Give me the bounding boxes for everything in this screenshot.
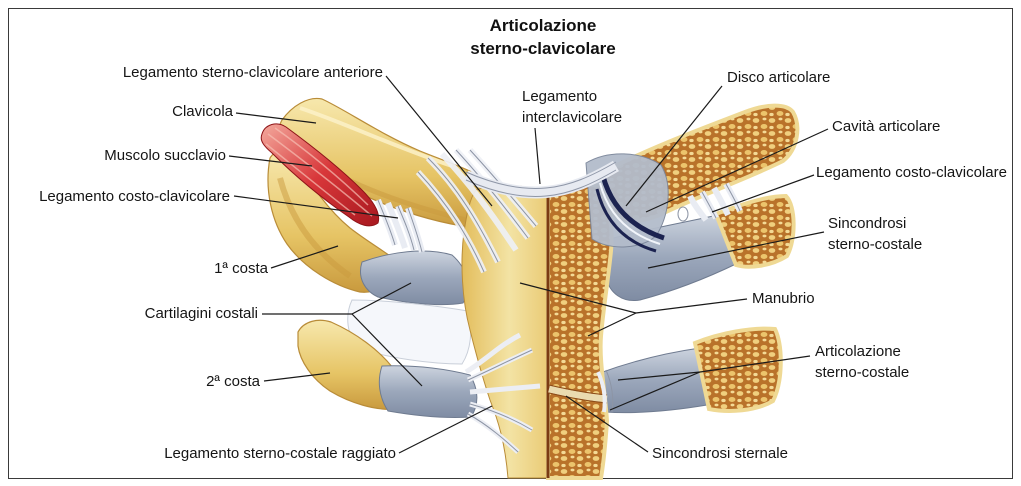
label-text: Cartilagini costali xyxy=(145,303,258,324)
label-text-line1: Legamento xyxy=(522,86,622,107)
label-text-line2: sterno-costale xyxy=(815,362,909,383)
label-sternocostal-synchondrosis: Sincondrosi sterno-costale xyxy=(828,213,922,255)
label-text: Legamento sterno-costale raggiato xyxy=(164,443,396,464)
costal-cartilage-second-left xyxy=(379,366,477,418)
label-text: Legamento costo-clavicolare xyxy=(816,162,1007,183)
label-interclavicular-ligament: Legamento interclavicolare xyxy=(522,86,622,128)
label-costal-cartilages: Cartilagini costali xyxy=(145,303,258,324)
label-text: Disco articolare xyxy=(727,67,830,88)
label-sternoclavicular-anterior-ligament: Legamento sterno-clavicolare anteriore xyxy=(123,62,383,83)
label-text-line1: Sincondrosi xyxy=(828,213,922,234)
label-text-line2: sterno-costale xyxy=(828,234,922,255)
label-articular-cavity: Cavità articolare xyxy=(832,116,940,137)
label-text: Legamento sterno-clavicolare anteriore xyxy=(123,62,383,83)
label-costoclavicular-ligament-right: Legamento costo-clavicolare xyxy=(816,162,1007,183)
label-text: Sincondrosi sternale xyxy=(652,443,788,464)
label-text-line1: Articolazione xyxy=(815,341,909,362)
label-second-rib: 2ª costa xyxy=(206,371,260,392)
label-text: Manubrio xyxy=(752,288,815,309)
second-rib-right xyxy=(695,329,781,411)
label-text: 1ª costa xyxy=(214,258,268,279)
label-sternal-synchondrosis: Sincondrosi sternale xyxy=(652,443,788,464)
label-text: Clavicola xyxy=(172,101,233,122)
label-clavicle: Clavicola xyxy=(172,101,233,122)
label-radiate-sternocostal-ligament: Legamento sterno-costale raggiato xyxy=(164,443,396,464)
figure-title-line2: sterno-clavicolare xyxy=(443,37,643,60)
figure-title: Articolazione sterno-clavicolare xyxy=(443,14,643,60)
label-text: Muscolo succlavio xyxy=(104,145,226,166)
label-text: Cavità articolare xyxy=(832,116,940,137)
label-text: 2ª costa xyxy=(206,371,260,392)
label-costoclavicular-ligament-left: Legamento costo-clavicolare xyxy=(39,186,230,207)
label-first-rib: 1ª costa xyxy=(214,258,268,279)
costal-cartilage-first-left xyxy=(360,251,467,305)
label-manubrium: Manubrio xyxy=(752,288,815,309)
label-subclavius-muscle: Muscolo succlavio xyxy=(104,145,226,166)
figure-title-line1: Articolazione xyxy=(443,14,643,37)
label-sternocostal-joint: Articolazione sterno-costale xyxy=(815,341,909,383)
label-text-line2: interclavicolare xyxy=(522,107,622,128)
label-text: Legamento costo-clavicolare xyxy=(39,186,230,207)
label-articular-disc: Disco articolare xyxy=(727,67,830,88)
